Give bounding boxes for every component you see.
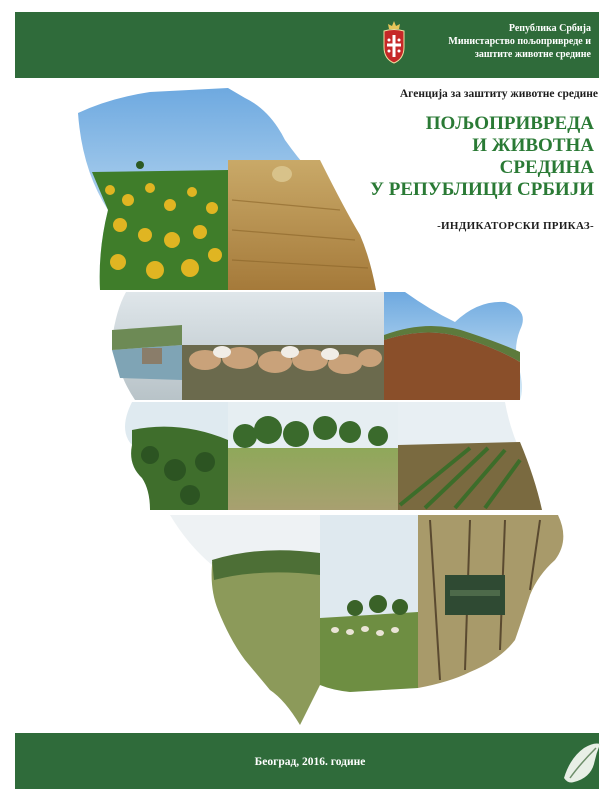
ministry-line: Министарство пољопривреде и bbox=[448, 36, 591, 47]
photo-planted-rows-field bbox=[398, 402, 542, 510]
agency-name: Агенција за заштиту животне средине bbox=[399, 88, 598, 100]
document-title: ПОЉОПРИВРЕДА И ЖИВОТНА СРЕДИНА У РЕПУБЛИ… bbox=[330, 113, 594, 201]
ministry-name: Република Србија Министарство пољопривре… bbox=[415, 22, 591, 61]
title-line: ПОЉОПРИВРЕДА bbox=[425, 113, 594, 134]
place-date: Београд, 2016. године bbox=[254, 756, 366, 768]
serbian-coat-of-arms-icon bbox=[383, 21, 405, 64]
photo-harvested-wheat-field bbox=[228, 88, 376, 290]
photo-cattle-herd bbox=[182, 292, 384, 400]
ministry-line: Република Србија bbox=[508, 23, 591, 34]
photo-grassland-hill bbox=[170, 515, 320, 725]
photo-autumn-forest-rocks bbox=[418, 515, 564, 688]
footer-band bbox=[15, 733, 599, 789]
document-subtitle: -ИНДИКАТОРСКИ ПРИКАЗ- bbox=[437, 220, 594, 232]
title-line: И ЖИВОТНА bbox=[472, 135, 594, 156]
title-line: СРЕДИНА bbox=[499, 157, 594, 178]
photo-meadow-with-trees bbox=[228, 402, 398, 510]
photo-hills-landscape bbox=[384, 292, 523, 400]
title-line: У РЕПУБЛИЦИ СРБИЈИ bbox=[370, 179, 594, 200]
photo-forested-slope bbox=[125, 402, 228, 510]
header-band bbox=[15, 12, 599, 78]
photo-sunflower-field bbox=[78, 88, 228, 290]
photo-sheep-pasture bbox=[320, 515, 418, 692]
ministry-line: заштите животне средине bbox=[474, 49, 591, 60]
serbia-map-leaf-icon bbox=[564, 743, 600, 783]
photo-river-landscape bbox=[112, 292, 182, 400]
